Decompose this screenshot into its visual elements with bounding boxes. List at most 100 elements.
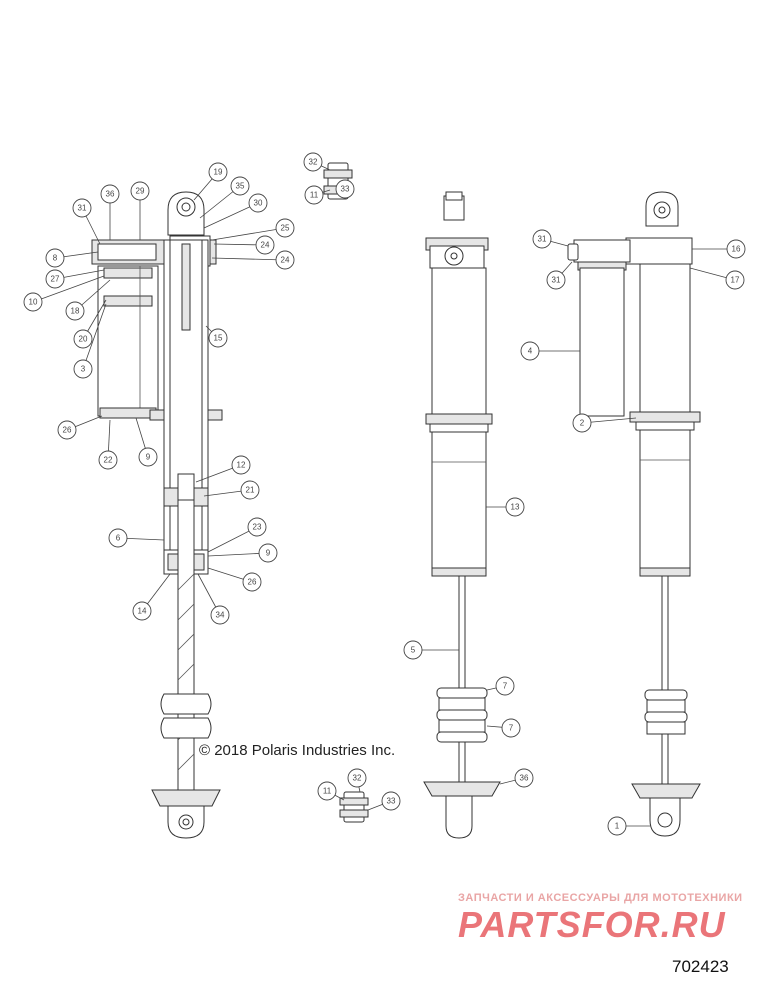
callout-label: 22	[104, 456, 113, 465]
callout-26: 26	[207, 567, 262, 592]
callout-circle	[275, 218, 295, 238]
callout-label: 16	[732, 245, 741, 254]
callout-label: 33	[387, 797, 396, 806]
callout-label: 9	[146, 453, 151, 462]
callout-30: 30	[203, 193, 268, 229]
callout-label: 5	[411, 646, 416, 655]
callout-label: 20	[79, 335, 88, 344]
callout-33: 33	[335, 179, 355, 199]
callout-6: 6	[108, 528, 165, 548]
callout-circle	[726, 239, 746, 259]
callout-label: 10	[29, 298, 38, 307]
callout-circle	[108, 528, 128, 548]
callout-circle	[572, 413, 592, 433]
callout-circle	[403, 640, 423, 660]
callout-26: 26	[57, 415, 103, 440]
callout-circle	[514, 768, 534, 788]
callout-label: 18	[71, 307, 80, 316]
callout-label: 6	[116, 534, 121, 543]
callout-34: 34	[197, 573, 230, 625]
callout-label: 27	[51, 275, 60, 284]
callout-5: 5	[403, 640, 459, 660]
callout-circle	[72, 198, 92, 218]
callout-leader-line	[207, 552, 269, 557]
callout-label: 11	[323, 787, 332, 796]
callout-36: 36	[499, 768, 534, 788]
callout-22: 22	[98, 419, 118, 470]
callout-1: 1	[607, 816, 650, 836]
sectioned-shock-assembly	[91, 191, 223, 839]
callout-24: 24	[213, 235, 275, 255]
watermark-brand-logo: PARTSFOR.RU	[458, 904, 726, 945]
callout-circle	[130, 181, 150, 201]
callout-circle	[546, 270, 566, 290]
callout-11: 11	[317, 781, 345, 801]
callout-label: 8	[53, 254, 58, 263]
callout-7: 7	[486, 676, 515, 696]
callout-32: 32	[303, 152, 331, 172]
callout-18: 18	[65, 279, 111, 321]
callout-label: 3	[81, 365, 86, 374]
callout-circle	[45, 269, 65, 289]
callout-label: 14	[138, 607, 147, 616]
callout-label: 29	[136, 187, 145, 196]
callout-label: 31	[538, 235, 547, 244]
callout-label: 32	[309, 158, 318, 167]
callout-21: 21	[203, 480, 260, 500]
callout-leader-line	[211, 227, 286, 241]
reservoir-shock-assembly	[567, 191, 701, 837]
callout-circle	[242, 572, 262, 592]
callout-leader-line	[211, 257, 286, 261]
copyright-notice: © 2018 Polaris Industries Inc.	[199, 742, 396, 759]
diagram-number: 702423	[672, 957, 729, 976]
callout-circle	[248, 193, 268, 213]
callout-label: 7	[509, 724, 514, 733]
callout-circle	[304, 185, 324, 205]
callout-7: 7	[486, 718, 521, 738]
callout-label: 33	[341, 185, 350, 194]
callout-8: 8	[45, 248, 99, 268]
callout-label: 30	[254, 199, 263, 208]
callout-label: 23	[253, 523, 262, 532]
callout-31: 31	[532, 229, 569, 249]
callout-24: 24	[211, 250, 295, 270]
callout-14: 14	[132, 573, 171, 621]
callout-circle	[138, 447, 158, 467]
callout-12: 12	[195, 455, 251, 483]
callout-32: 32	[347, 768, 367, 793]
callout-label: 12	[237, 461, 246, 470]
callout-circle	[275, 250, 295, 270]
callout-circle	[57, 420, 77, 440]
callout-label: 24	[281, 256, 290, 265]
callout-label: 32	[353, 774, 362, 783]
callout-circle	[23, 292, 43, 312]
callout-circle	[73, 329, 93, 349]
callout-9: 9	[135, 417, 158, 467]
callout-16: 16	[692, 239, 746, 259]
callout-circle	[255, 235, 275, 255]
callout-10: 10	[23, 275, 105, 312]
callout-label: 17	[731, 276, 740, 285]
callout-circle	[73, 359, 93, 379]
callout-label: 35	[236, 182, 245, 191]
callout-circle	[45, 248, 65, 268]
callout-label: 34	[216, 611, 225, 620]
callout-label: 26	[63, 426, 72, 435]
callout-25: 25	[211, 218, 295, 241]
callout-27: 27	[45, 269, 105, 289]
side-view-shock-assembly	[423, 191, 501, 839]
callout-circle	[335, 179, 355, 199]
callout-11: 11	[304, 185, 331, 205]
callout-label: 1	[615, 822, 620, 831]
callout-circle	[532, 229, 552, 249]
callout-circle	[208, 328, 228, 348]
callout-23: 23	[207, 517, 267, 553]
callout-label: 19	[214, 168, 223, 177]
callout-label: 31	[552, 276, 561, 285]
callout-circle	[247, 517, 267, 537]
callout-circle	[65, 301, 85, 321]
callout-circle	[230, 176, 250, 196]
callout-2: 2	[572, 413, 637, 433]
